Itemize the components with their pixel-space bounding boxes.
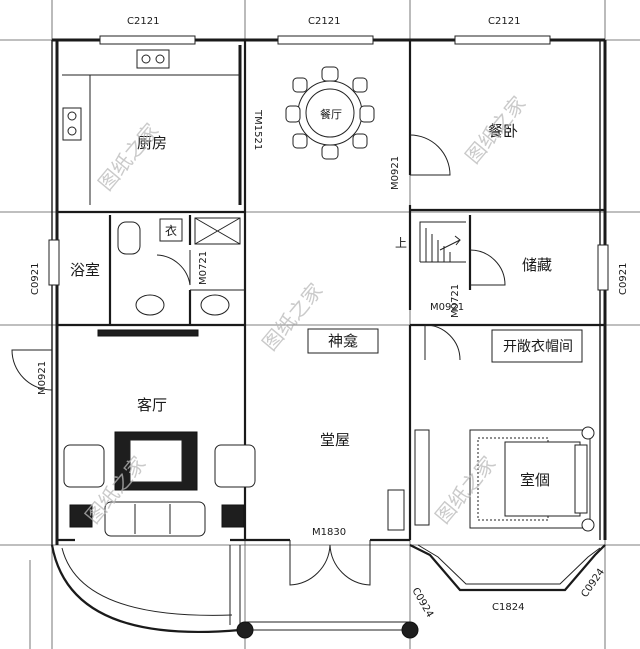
room-label-bedroom-se: 室個 (520, 471, 550, 489)
storage-door (469, 249, 506, 286)
kitchen-counter (62, 49, 240, 205)
dining-table (285, 66, 375, 160)
bath-fixtures (117, 217, 245, 316)
left-window (48, 239, 60, 286)
side-cabinet-se (414, 429, 430, 526)
window-label-top-left: C2121 (127, 16, 159, 27)
watermark: 图纸之家 (460, 92, 530, 169)
window-label-top-right: C2121 (488, 16, 520, 27)
bed (469, 426, 595, 532)
window-label-bay-bottom: C1824 (492, 602, 524, 613)
porch-columns (236, 621, 419, 639)
room-label-bath: 浴室 (70, 261, 100, 279)
door-label-bath: M0721 (198, 251, 209, 285)
watermark: 图纸之家 (93, 119, 163, 196)
wardrobe-box (491, 329, 583, 363)
door-label-entry: M1830 (312, 527, 346, 538)
dining-table-label: 餐厅 (320, 107, 342, 121)
door-label-kitchen: TM1521 (252, 109, 263, 150)
entry-double-door (289, 540, 371, 586)
stair-up-label: 上 (395, 236, 407, 250)
window-label-bay-left: C0924 (409, 586, 435, 620)
bedroom-bay (409, 544, 606, 592)
door-label-bedroom: M0921 (390, 156, 401, 190)
room-label-living: 客厅 (137, 396, 167, 414)
interior-walls (57, 40, 605, 542)
window-label-left: C0921 (30, 263, 41, 295)
window-label-top-mid: C2121 (308, 16, 340, 27)
shrine-table (307, 328, 379, 354)
door-label-living: M0921 (37, 361, 48, 395)
tv-cabinet (97, 329, 199, 337)
closet-box (159, 218, 183, 242)
stair (419, 221, 466, 263)
room-label-hall: 堂屋 (320, 431, 350, 449)
room-label-bedroom-ne: 餐卧 (488, 122, 518, 140)
sofa-set (63, 431, 256, 537)
living-bay (50, 544, 241, 634)
window-label-right: C0921 (618, 263, 629, 295)
hall-cabinet (387, 489, 405, 531)
se-bedroom-door (424, 324, 461, 361)
door-label-storage: M0921 (430, 302, 464, 313)
top-windows (99, 35, 551, 45)
window-label-bay-right: C0924 (579, 567, 607, 600)
bedroom-door (409, 134, 451, 176)
wardrobe-label: 开敞衣帽间 (503, 339, 573, 355)
room-label-storage: 储藏 (522, 256, 552, 274)
shrine-label: 神龛 (328, 332, 358, 350)
room-label-kitchen: 厨房 (137, 134, 167, 152)
living-door (11, 349, 53, 391)
bath-door (156, 250, 191, 286)
door-label-stair: M0721 (450, 284, 461, 318)
closet-label: 衣 (165, 223, 177, 238)
right-window (597, 244, 609, 291)
